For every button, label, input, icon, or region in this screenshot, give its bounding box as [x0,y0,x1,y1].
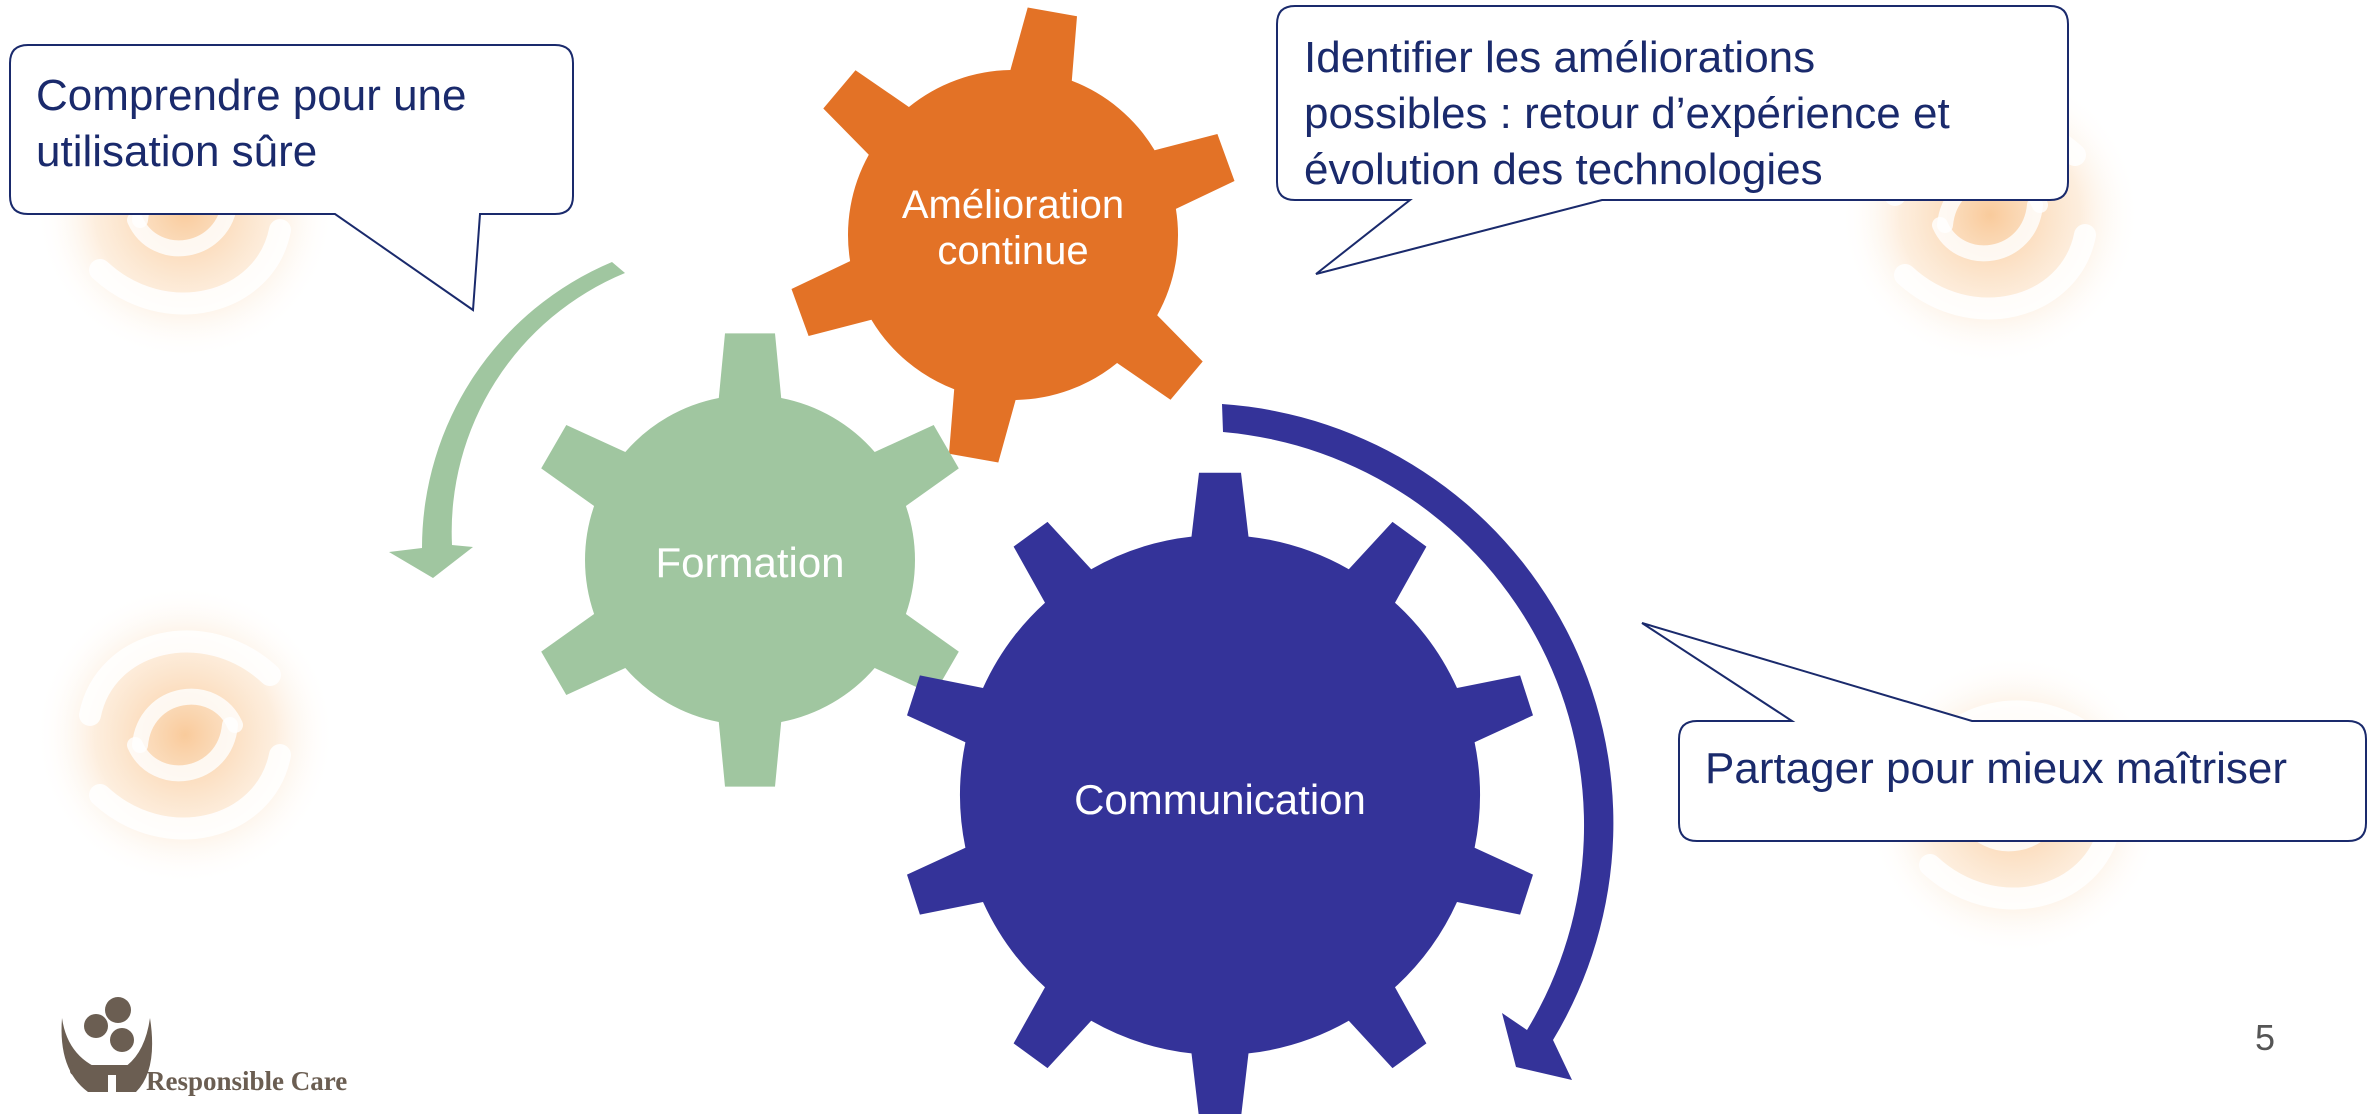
callout-identifier: Identifier les améliorations possibles :… [1276,5,2069,275]
callout-identifier-line1: Identifier les améliorations [1304,33,1815,82]
gear-communication-label: Communication [1074,776,1366,823]
gear-formation-label: Formation [655,539,844,586]
cycle-arrow-blue [1222,404,1614,1080]
callout-identifier-line3: évolution des technologies [1304,145,1823,194]
gear-amelioration-shape [791,7,1235,463]
gear-amelioration-label-line2: continue [937,229,1088,273]
page-number: 5 [2255,1017,2275,1058]
gear-communication-shape [907,472,1533,1114]
callout-comprendre-bubble [9,44,574,312]
callout-comprendre-line2: utilisation sûre [36,127,317,176]
callout-partager-line1: Partager pour mieux maîtriser [1705,744,2287,793]
callout-identifier-line2: possibles : retour d’expérience et [1304,89,1950,138]
gear-formation: Formation [541,333,959,787]
gear-communication: Communication [907,472,1533,1114]
logo-text: Responsible Care [146,1066,347,1096]
gear-amelioration-label-line1: Amélioration [902,183,1124,227]
responsible-care-logo: Responsible Care [61,997,347,1096]
gear-amelioration: Amélioration continue [791,7,1235,463]
watermark-swirl [35,585,335,885]
gear-formation-shape [541,333,959,787]
callout-partager: Partager pour mieux maîtriser [1641,622,2367,842]
callout-comprendre-line1: Comprendre pour une [36,71,466,120]
cycle-arrow-green [389,262,625,578]
callout-comprendre: Comprendre pour une utilisation sûre [9,44,574,312]
hands-logo-icon [61,997,153,1092]
callout-partager-bubble [1641,622,2367,842]
callout-identifier-bubble [1276,5,2069,275]
